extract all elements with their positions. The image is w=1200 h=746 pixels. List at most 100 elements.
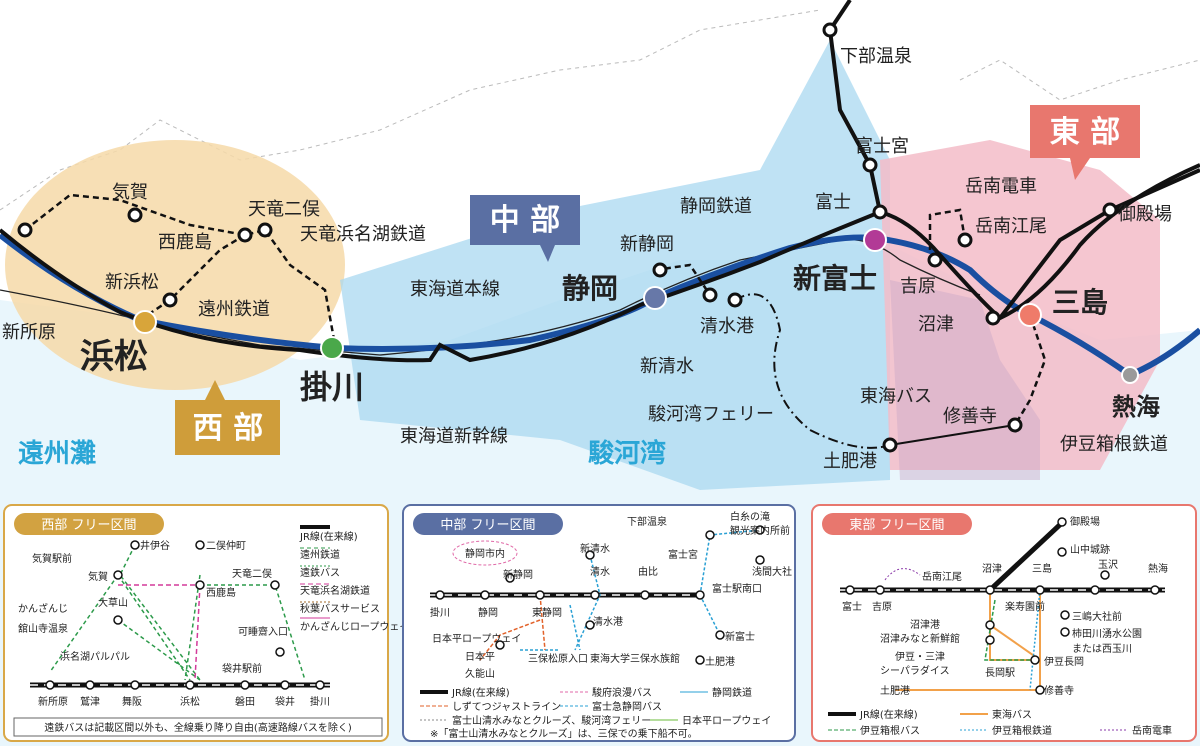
- svg-text:大草山: 大草山: [98, 596, 128, 609]
- gakunan-railway-label: 岳南電車: [965, 176, 1037, 197]
- svg-text:岳南電車: 岳南電車: [1132, 724, 1172, 737]
- station-shimobe-onsen-marker[interactable]: [822, 22, 838, 38]
- station-gakunan-enoo-marker[interactable]: [957, 232, 973, 248]
- svg-text:楽寿園前: 楽寿園前: [1005, 600, 1045, 613]
- fuji-label: 富士: [815, 192, 851, 213]
- station-shuzenji-marker[interactable]: [1007, 417, 1023, 433]
- svg-text:東静岡: 東静岡: [532, 606, 562, 619]
- station-gotemba-marker[interactable]: [1102, 202, 1118, 218]
- svg-text:気賀駅前: 気賀駅前: [32, 552, 72, 565]
- west-free-area-panel: 西部 フリー区間 気賀駅前 気賀 井伊谷 二俣仲町 天竜二俣 西鹿島 大草山 か…: [3, 504, 409, 742]
- svg-text:磐田: 磐田: [235, 695, 255, 708]
- svg-text:清水: 清水: [590, 565, 610, 578]
- station-atami-marker[interactable]: [1121, 366, 1139, 384]
- station-fuji-marker[interactable]: [872, 204, 888, 220]
- station-hamamatsu-marker[interactable]: [133, 310, 157, 334]
- svg-text:三嶋大社前: 三嶋大社前: [1072, 610, 1122, 623]
- svg-text:沼津港: 沼津港: [910, 618, 940, 631]
- central-region-label: 中 部: [490, 203, 560, 238]
- svg-text:新清水: 新清水: [580, 542, 610, 555]
- station-yoshiwara-marker[interactable]: [927, 252, 943, 268]
- station-numazu-marker[interactable]: [985, 310, 1001, 326]
- svg-text:または西玉川: または西玉川: [1072, 643, 1132, 655]
- svg-text:御殿場: 御殿場: [1070, 515, 1100, 528]
- station-shinfuji-marker[interactable]: [863, 228, 887, 252]
- svg-text:観光案内所前: 観光案内所前: [730, 524, 790, 537]
- svg-text:山中城跡: 山中城跡: [1070, 543, 1110, 556]
- svg-text:掛川: 掛川: [310, 695, 330, 708]
- station-kiga-marker[interactable]: [127, 207, 143, 223]
- west-region-label: 西 部: [193, 411, 263, 446]
- svg-text:二俣仲町: 二俣仲町: [206, 539, 246, 552]
- tokai-bus-route: [889, 424, 1016, 446]
- gotemba-label: 御殿場: [1118, 204, 1172, 225]
- mishima-label: 三島: [1052, 286, 1108, 319]
- station-nishikajima-marker[interactable]: [237, 227, 253, 243]
- svg-text:吉原: 吉原: [872, 601, 892, 613]
- svg-text:三保松原入口: 三保松原入口: [528, 652, 588, 665]
- svg-text:玉沢: 玉沢: [1098, 558, 1118, 571]
- svg-text:清水港: 清水港: [593, 615, 623, 628]
- shizuoka-railway-label: 静岡鉄道: [680, 196, 752, 217]
- svg-text:東海大学三保水族館: 東海大学三保水族館: [590, 652, 680, 665]
- svg-text:三島: 三島: [1032, 562, 1052, 575]
- station-kakegawa-marker[interactable]: [320, 336, 344, 360]
- svg-text:可睡齋入口: 可睡齋入口: [238, 625, 288, 638]
- svg-text:由比: 由比: [638, 565, 658, 578]
- shinjohara-label: 新所原: [2, 322, 56, 343]
- gakunan-railway: [928, 208, 967, 250]
- station-fujinomiya-marker[interactable]: [862, 157, 878, 173]
- station-toi-port-marker[interactable]: [882, 437, 898, 453]
- kakegawa-label: 掛川: [300, 368, 364, 406]
- svg-text:富士駅南口: 富士駅南口: [712, 582, 762, 595]
- shizuoka-label: 静岡: [562, 272, 618, 305]
- west-region-area: [5, 140, 345, 390]
- station-shinjohara-marker[interactable]: [17, 222, 33, 238]
- station-shinhamamatsu-marker[interactable]: [162, 292, 178, 308]
- svg-text:掛川: 掛川: [430, 606, 450, 619]
- svg-text:久能山: 久能山: [465, 667, 495, 680]
- station-shimizu-port-marker[interactable]: [727, 292, 743, 308]
- svg-text:岳南江尾: 岳南江尾: [922, 570, 962, 583]
- tokai-bus-label: 東海バス: [860, 386, 932, 407]
- svg-text:富士急静岡バス: 富士急静岡バス: [592, 700, 662, 713]
- svg-text:沼津みなと新鮮館: 沼津みなと新鮮館: [880, 632, 960, 645]
- central-free-area-panel: 中部 フリー区間 静岡市内 下部温泉 白糸の滝 観光案内所前 富士宮 浅間大社 …: [402, 504, 796, 742]
- station-shinshimizu-marker[interactable]: [702, 287, 718, 303]
- central-panel-title: 中部 フリー区間: [440, 518, 535, 533]
- svg-text:遠州鉄道: 遠州鉄道: [300, 548, 340, 561]
- shimobe-onsen-label: 下部温泉: [840, 46, 912, 67]
- svg-text:気賀: 気賀: [88, 570, 108, 583]
- yoshiwara-label: 吉原: [900, 276, 936, 297]
- station-shinshizuoka-marker[interactable]: [652, 262, 668, 278]
- svg-text:東海バス: 東海バス: [992, 708, 1032, 721]
- svg-text:※「富士山清水みなとクルーズ」は、三保での乗下船不可。: ※「富士山清水みなとクルーズ」は、三保での乗下船不可。: [430, 727, 698, 740]
- svg-text:シーパラダイス: シーパラダイス: [880, 664, 950, 677]
- station-shizuoka-marker[interactable]: [643, 286, 667, 310]
- toi-port-label: 土肥港: [823, 451, 877, 472]
- svg-text:鷲津: 鷲津: [80, 695, 100, 708]
- central-region-callout: 中 部: [470, 195, 580, 262]
- svg-text:JR線(在来線): JR線(在来線): [451, 686, 510, 699]
- svg-text:しずてつジャストライン: しずてつジャストライン: [452, 701, 561, 713]
- hamamatsu-label: 浜松: [80, 337, 148, 377]
- svg-text:天竜二俣: 天竜二俣: [232, 567, 272, 580]
- nishikajima-label: 西鹿島: [158, 232, 212, 253]
- tenhama-line: [24, 193, 337, 346]
- svg-text:富士: 富士: [842, 600, 862, 613]
- svg-text:西鹿島: 西鹿島: [206, 586, 236, 599]
- svg-text:浜名湖パルパル: 浜名湖パルパル: [60, 650, 130, 663]
- svg-text:新富士: 新富士: [725, 630, 755, 643]
- east-free-area-panel: 東部 フリー区間 御殿場 山中城跡 玉沢 熱海 岳南江尾 富士 吉原 沼津 三島…: [811, 504, 1197, 742]
- shimizu-port-label: 清水港: [700, 316, 754, 337]
- izu-peninsula: [890, 280, 1040, 480]
- enshu-railway-label: 遠州鉄道: [198, 299, 270, 320]
- station-mishima-marker[interactable]: [1018, 303, 1042, 327]
- station-tenryu-futamata-marker[interactable]: [257, 222, 273, 238]
- svg-text:伊豆箱根バス: 伊豆箱根バス: [860, 724, 920, 737]
- svg-text:かんざんじロープウェイ: かんざんじロープウェイ: [300, 620, 409, 633]
- kiga-label: 気賀: [112, 182, 148, 203]
- svg-text:熱海: 熱海: [1148, 562, 1168, 575]
